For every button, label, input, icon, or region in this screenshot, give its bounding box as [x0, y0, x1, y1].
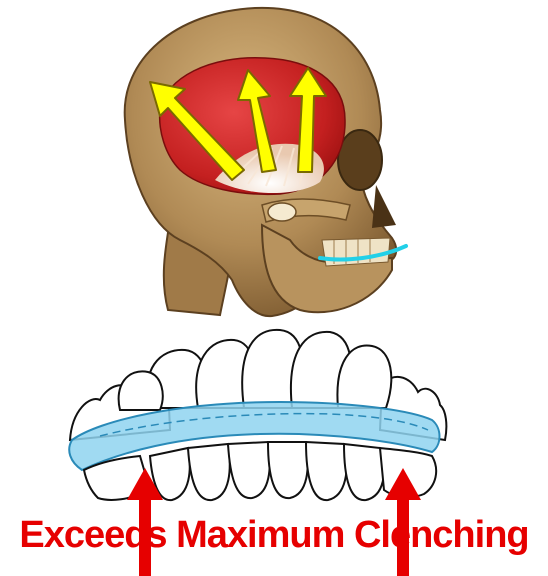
lower-tooth-6: [344, 444, 384, 500]
lower-tooth-5: [306, 442, 347, 500]
skull-illustration: [125, 8, 406, 316]
dental-arch-illustration: [69, 330, 446, 500]
skull-teeth: [322, 238, 390, 266]
eye-orbit: [338, 130, 382, 190]
lower-tooth-3: [228, 442, 270, 498]
caption-text: Exceeds Maximum Clenching: [0, 512, 548, 558]
lower-tooth-4: [268, 442, 308, 498]
lower-tooth-2: [188, 444, 230, 500]
upper-tooth-6: [119, 371, 163, 410]
ear-canal: [268, 203, 296, 221]
nasal-cavity: [372, 185, 396, 228]
